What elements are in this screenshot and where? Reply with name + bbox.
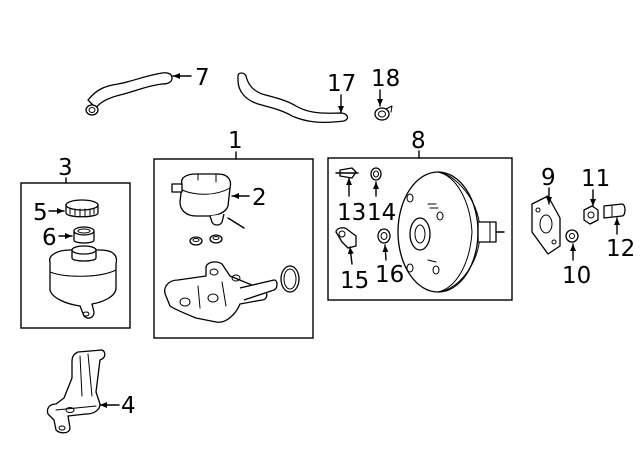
callout-4: 4: [121, 393, 136, 419]
vacuum-fitting-part[interactable]: [335, 227, 357, 249]
callout-8: 8: [411, 128, 426, 154]
leader-lines: [48, 73, 620, 408]
master-cylinder-tank-part[interactable]: [171, 173, 245, 229]
fitting-grommet-part[interactable]: [377, 228, 391, 244]
callout-10: 10: [562, 263, 591, 289]
check-valve-part[interactable]: [335, 167, 359, 179]
brake-booster-part[interactable]: [397, 171, 505, 293]
callout-3: 3: [58, 155, 73, 181]
vacuum-hose-part[interactable]: [85, 72, 173, 116]
group-box-brake-booster: [327, 157, 513, 301]
reservoir-bracket-part[interactable]: [46, 349, 106, 434]
callout-16: 16: [375, 262, 404, 288]
callout-12: 12: [606, 236, 635, 262]
reservoir-strainer-part[interactable]: [73, 226, 95, 244]
callout-17: 17: [327, 71, 356, 97]
callout-9: 9: [541, 165, 556, 191]
grommet-pair-part[interactable]: [189, 234, 223, 246]
brake-fluid-reservoir-part[interactable]: [49, 245, 118, 319]
callout-18: 18: [371, 66, 400, 92]
o-ring-part[interactable]: [280, 265, 300, 293]
booster-gasket-part[interactable]: [531, 195, 561, 255]
callout-14: 14: [367, 200, 396, 226]
clevis-part[interactable]: [603, 203, 626, 219]
callout-labels: 7 17 18 1 2 3 5 6 4 8 13 14 15 16 9 11 1…: [33, 65, 635, 419]
callout-13: 13: [337, 200, 366, 226]
callout-15: 15: [340, 268, 369, 294]
callout-7: 7: [195, 65, 210, 91]
hose-clamp-part[interactable]: [374, 105, 393, 121]
callout-11: 11: [581, 166, 610, 192]
callout-5: 5: [33, 200, 48, 226]
group-box-master-cylinder: [153, 158, 314, 339]
vacuum-hose-long-part[interactable]: [237, 72, 349, 123]
callout-1: 1: [228, 128, 243, 154]
booster-grommet-part[interactable]: [370, 167, 382, 181]
callout-6: 6: [42, 225, 57, 251]
flange-nut-part[interactable]: [565, 229, 579, 243]
booster-nut-part[interactable]: [583, 205, 599, 225]
group-box-reservoir: [20, 182, 131, 329]
master-cylinder-part[interactable]: [164, 261, 278, 323]
callout-2: 2: [252, 185, 267, 211]
reservoir-cap-part[interactable]: [65, 199, 99, 218]
